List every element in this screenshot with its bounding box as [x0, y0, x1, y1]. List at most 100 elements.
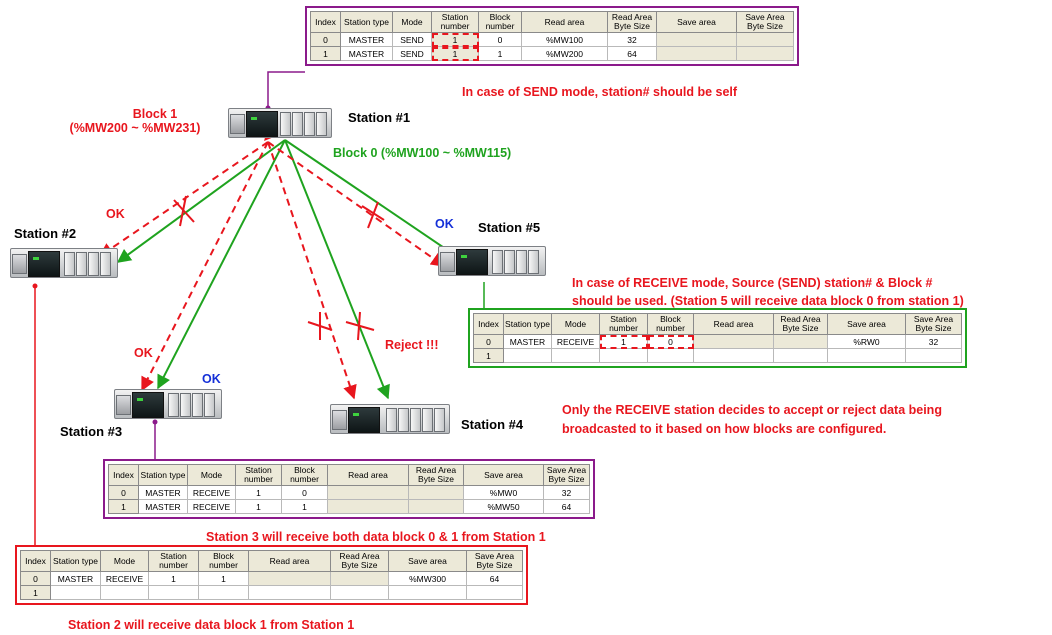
cell-read-area[interactable] — [327, 485, 409, 500]
cell-read-size[interactable]: 32 — [607, 32, 657, 47]
cell-save-area[interactable]: %MW300 — [388, 571, 467, 586]
block1-label-line1: Block 1 — [132, 107, 178, 121]
cell-index[interactable]: 1 — [108, 499, 139, 514]
table-row: 0 MASTER RECEIVE 1 0 %MW0 32 — [108, 485, 590, 500]
cell-save-size[interactable] — [466, 585, 523, 600]
cell-index[interactable]: 1 — [310, 46, 341, 61]
cell-station-type[interactable]: MASTER — [50, 571, 101, 586]
cell-station-number[interactable] — [148, 585, 199, 600]
col-station-number: Station number — [599, 313, 648, 335]
col-station-number: Station number — [235, 464, 282, 486]
cell-station-type[interactable]: MASTER — [340, 46, 393, 61]
col-station-type: Station type — [138, 464, 188, 486]
cell-save-area[interactable]: %MW50 — [463, 499, 544, 514]
cell-block-number[interactable] — [647, 348, 694, 363]
cell-index[interactable]: 1 — [473, 348, 504, 363]
cell-read-area[interactable] — [693, 334, 774, 349]
station4-plc[interactable] — [330, 400, 450, 434]
cell-read-size[interactable] — [773, 334, 828, 349]
cell-read-size[interactable] — [330, 585, 389, 600]
cell-block-number[interactable] — [198, 585, 249, 600]
cell-read-area[interactable] — [248, 585, 331, 600]
cell-read-area[interactable]: %MW200 — [521, 46, 608, 61]
cell-mode[interactable]: SEND — [392, 46, 432, 61]
cell-save-area[interactable] — [656, 32, 737, 47]
cell-mode[interactable]: RECEIVE — [100, 571, 149, 586]
cell-station-type[interactable]: MASTER — [503, 334, 552, 349]
receive-mode-note: In case of RECEIVE mode, Source (SEND) s… — [572, 276, 964, 308]
cell-read-area[interactable] — [693, 348, 774, 363]
cell-mode[interactable]: RECEIVE — [187, 499, 236, 514]
cell-station-number[interactable]: 1 — [148, 571, 199, 586]
cell-block-number[interactable]: 1 — [478, 46, 522, 61]
cell-read-area[interactable] — [327, 499, 409, 514]
cell-index[interactable]: 0 — [310, 32, 341, 47]
cell-station-type[interactable] — [50, 585, 101, 600]
col-read-size: Read Area Byte Size — [607, 11, 657, 33]
cell-block-number[interactable]: 0 — [281, 485, 328, 500]
cell-station-type[interactable]: MASTER — [340, 32, 393, 47]
station1-connector — [267, 71, 305, 108]
cell-mode[interactable]: SEND — [392, 32, 432, 47]
cell-station-number[interactable] — [599, 348, 648, 363]
station3-config-table: Index Station type Mode Station number B… — [103, 459, 595, 519]
cell-station-type[interactable] — [503, 348, 552, 363]
cell-index[interactable]: 1 — [20, 585, 51, 600]
cell-save-area[interactable] — [656, 46, 737, 61]
col-index: Index — [20, 550, 51, 572]
cell-save-area[interactable] — [388, 585, 467, 600]
cell-read-size[interactable] — [773, 348, 828, 363]
cell-index[interactable]: 0 — [473, 334, 504, 349]
cell-read-size[interactable] — [408, 499, 464, 514]
station1-label: Station #1 — [348, 110, 411, 125]
col-save-size: Save Area Byte Size — [736, 11, 794, 33]
cell-station-number[interactable]: 1 — [235, 485, 282, 500]
col-save-area: Save area — [827, 313, 906, 335]
cell-station-number[interactable]: 1 — [599, 334, 648, 349]
cell-save-area[interactable]: %RW0 — [827, 334, 906, 349]
cell-block-number[interactable]: 0 — [647, 334, 694, 349]
col-index: Index — [473, 313, 504, 335]
cell-station-type[interactable]: MASTER — [138, 499, 188, 514]
station3-plc[interactable] — [114, 385, 222, 419]
cell-save-size[interactable]: 64 — [543, 499, 590, 514]
cell-station-number[interactable]: 1 — [431, 32, 479, 47]
col-save-size: Save Area Byte Size — [543, 464, 590, 486]
cell-read-size[interactable] — [330, 571, 389, 586]
station1-plc[interactable] — [228, 104, 332, 138]
cell-save-size[interactable]: 32 — [543, 485, 590, 500]
send-mode-note: In case of SEND mode, station# should be… — [462, 85, 738, 99]
cell-index[interactable]: 0 — [108, 485, 139, 500]
cell-station-type[interactable]: MASTER — [138, 485, 188, 500]
cell-block-number[interactable]: 0 — [478, 32, 522, 47]
station2-plc[interactable] — [10, 244, 118, 278]
table-row: 0 MASTER SEND 1 0 %MW100 32 — [310, 32, 794, 47]
cell-station-number[interactable]: 1 — [431, 46, 479, 61]
col-read-size: Read Area Byte Size — [408, 464, 464, 486]
cell-read-size[interactable]: 64 — [607, 46, 657, 61]
cell-save-area[interactable] — [827, 348, 906, 363]
station5-plc[interactable] — [438, 242, 546, 276]
cell-read-size[interactable] — [408, 485, 464, 500]
cell-save-size[interactable] — [905, 348, 962, 363]
table-row: 1 MASTER SEND 1 1 %MW200 64 — [310, 46, 794, 61]
cell-mode[interactable]: RECEIVE — [187, 485, 236, 500]
cell-index[interactable]: 0 — [20, 571, 51, 586]
cell-mode[interactable] — [100, 585, 149, 600]
cell-save-size[interactable]: 32 — [905, 334, 962, 349]
cell-read-area[interactable]: %MW100 — [521, 32, 608, 47]
cell-save-size[interactable] — [736, 46, 794, 61]
col-save-area: Save area — [656, 11, 737, 33]
cell-station-number[interactable]: 1 — [235, 499, 282, 514]
cell-block-number[interactable]: 1 — [198, 571, 249, 586]
col-block-number: Block number — [647, 313, 694, 335]
cell-mode[interactable] — [551, 348, 600, 363]
block1-label: Block 1 (%MW200 ~ %MW231) — [55, 107, 215, 135]
cell-save-size[interactable]: 64 — [466, 571, 523, 586]
cell-save-area[interactable]: %MW0 — [463, 485, 544, 500]
cell-block-number[interactable]: 1 — [281, 499, 328, 514]
cell-mode[interactable]: RECEIVE — [551, 334, 600, 349]
cell-save-size[interactable] — [736, 32, 794, 47]
col-mode: Mode — [187, 464, 236, 486]
cell-read-area[interactable] — [248, 571, 331, 586]
